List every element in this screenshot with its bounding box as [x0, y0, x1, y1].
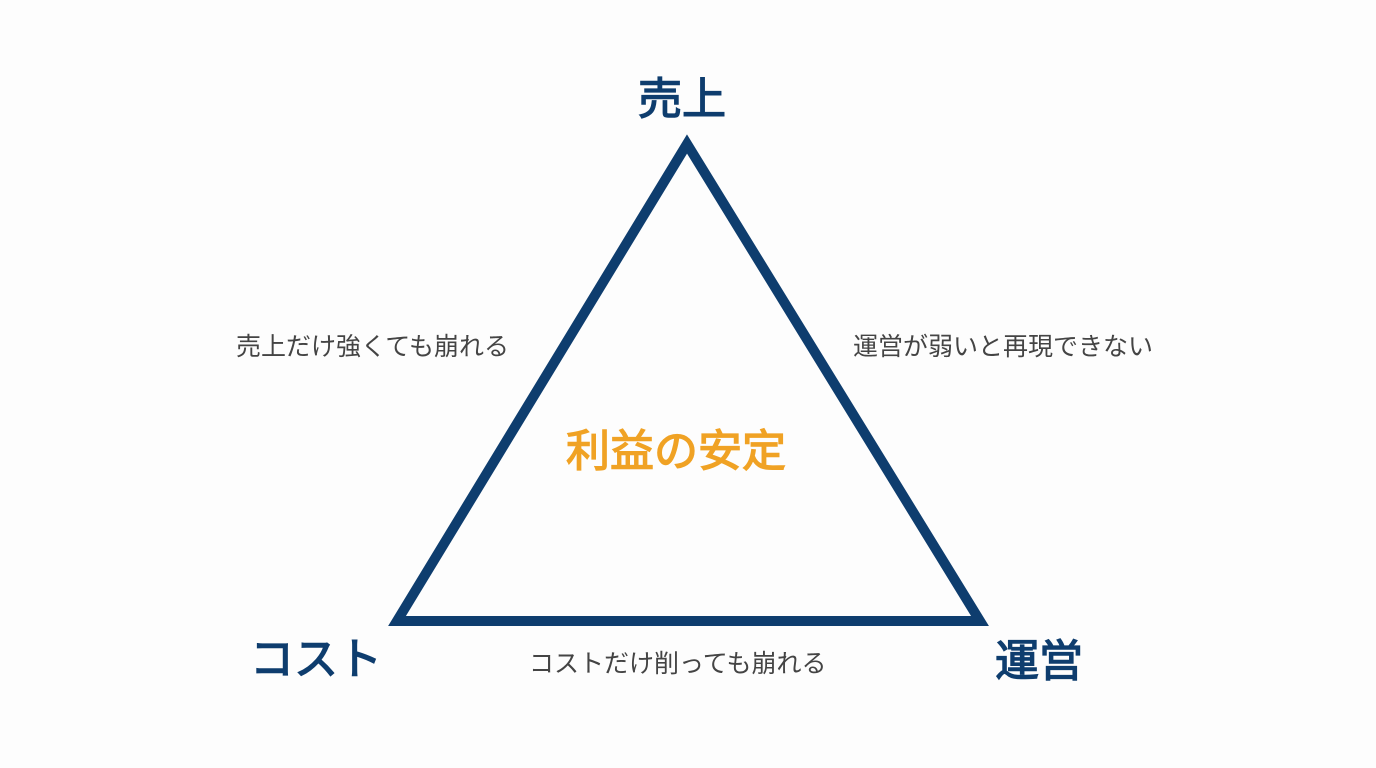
vertex-label-cost: コスト: [250, 635, 382, 684]
triangle-shape: [388, 134, 989, 626]
edge-label-left: 売上だけ強くても崩れる: [236, 333, 510, 361]
vertex-label-operations: 運営: [995, 637, 1083, 686]
vertex-label-sales: 売上: [638, 75, 726, 124]
edge-label-right: 運営が弱いと再現できない: [853, 333, 1154, 361]
edge-label-bottom: コストだけ削っても崩れる: [529, 650, 827, 678]
center-label-profit-stability: 利益の安定: [566, 427, 786, 476]
